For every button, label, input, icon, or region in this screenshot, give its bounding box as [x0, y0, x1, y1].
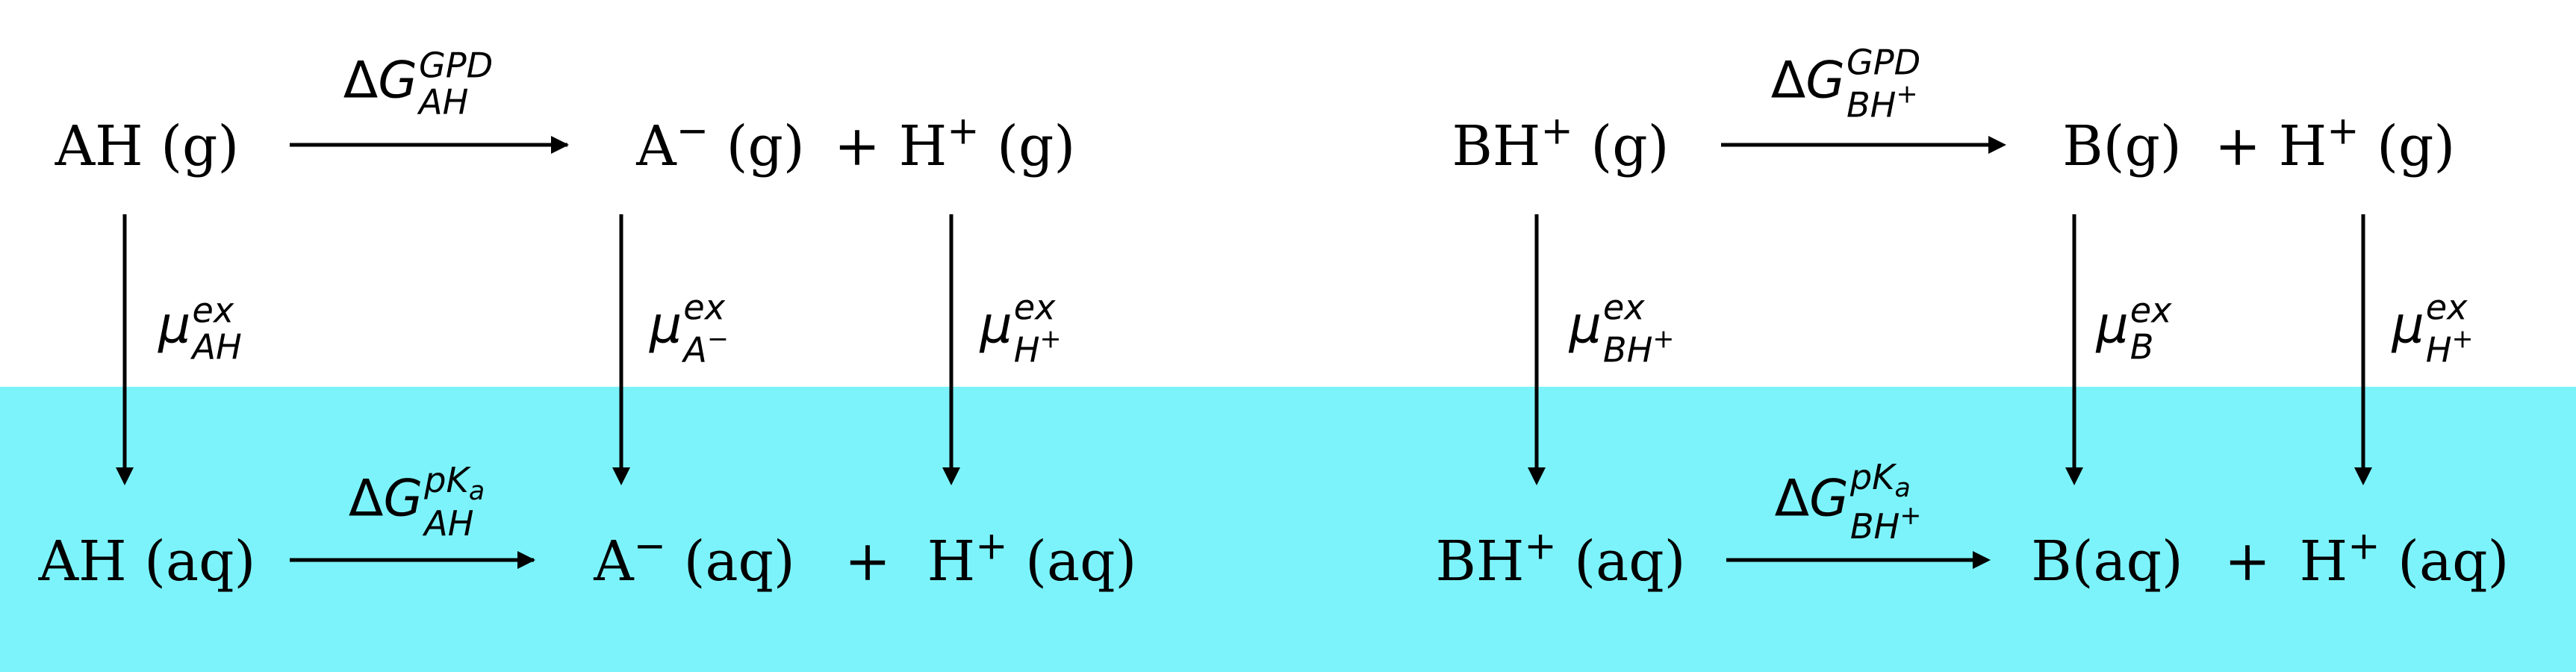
- right-aq-plus: +: [2224, 529, 2271, 594]
- left-gas-anion: A− (g): [636, 108, 805, 178]
- left-gas-proton: H+ (g): [898, 108, 1076, 178]
- right-gas-acid: BH+ (g): [1452, 108, 1670, 178]
- right-aq-base: B(aq): [2031, 529, 2183, 594]
- left-aq-plus: +: [844, 529, 892, 594]
- left-aq-anion: A− (aq): [594, 523, 795, 594]
- right-gas-proton: H+ (g): [2278, 108, 2456, 178]
- left-aq-acid: AH (aq): [38, 529, 256, 594]
- right-gas-plus: +: [2214, 114, 2262, 178]
- right-aq-acid: BH+ (aq): [1435, 523, 1686, 594]
- aqueous-phase-band: [0, 387, 2576, 672]
- left-gas-acid: AH (g): [55, 114, 240, 178]
- left-gas-plus: +: [833, 114, 881, 178]
- right-aq-proton: H+ (aq): [2299, 523, 2510, 594]
- left-aq-proton: H+ (aq): [927, 523, 1137, 594]
- right-gas-base: B(g): [2062, 114, 2182, 178]
